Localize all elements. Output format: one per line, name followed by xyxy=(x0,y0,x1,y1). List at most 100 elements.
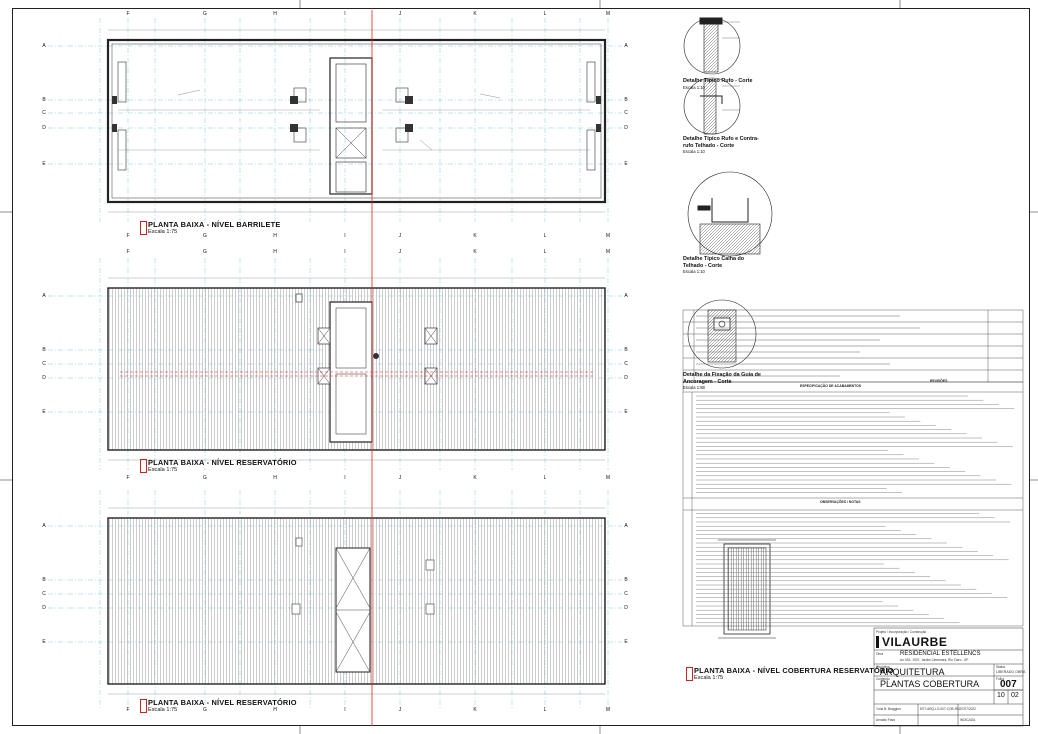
grid-row-bubble: E xyxy=(624,639,628,645)
grid-row-bubble: C xyxy=(42,110,46,116)
grid-column-bubble: K xyxy=(473,233,477,239)
sheet-frame xyxy=(12,8,1030,726)
grid-row-bubble: C xyxy=(42,361,46,367)
tb-sheet-of-a: 10 xyxy=(997,692,1005,699)
detail-scale-ancoragem: Escala 1:88 xyxy=(683,385,705,391)
tb-author: Yuna B. Braggion xyxy=(876,707,901,711)
grid-column-bubble: L xyxy=(543,249,547,255)
grid-column-bubble: K xyxy=(473,11,477,17)
company-logo-mark xyxy=(876,636,879,648)
grid-column-bubble: L xyxy=(543,11,547,17)
notas-header: OBSERVAÇÕES / NOTAS xyxy=(820,500,861,504)
grid-column-bubble: I xyxy=(344,11,346,17)
grid-row-bubble: E xyxy=(42,409,46,415)
grid-row-bubble: E xyxy=(624,409,628,415)
plan-title-reservatorio-block: PLANTA BAIXA - NÍVEL RESERVATÓRIO Escala… xyxy=(140,458,297,473)
grid-row-bubble: D xyxy=(42,375,46,381)
grid-row-bubble: A xyxy=(624,293,628,299)
grid-column-bubble: J xyxy=(398,707,402,713)
tb-file: EST-ARQ-LO-007-COB-R02 xyxy=(920,707,961,711)
grid-row-bubble: B xyxy=(624,577,628,583)
tb-company: VILAURBE xyxy=(882,635,948,649)
grid-column-bubble: J xyxy=(398,475,402,481)
tb-scale-note: INDICADA xyxy=(960,718,976,722)
detail-scale-rufo: Escala 1:10 xyxy=(683,84,705,90)
grid-column-bubble: M xyxy=(605,475,611,481)
grid-row-bubble: B xyxy=(42,347,46,353)
tb-sheet-label: Folha xyxy=(996,677,1004,681)
detail-title-rufo-contra-block: Detalhe Típico Rufo e Contra-rufo Telhad… xyxy=(683,136,763,154)
plan-reservatorio xyxy=(48,258,622,470)
grid-row-bubble: B xyxy=(42,577,46,583)
grid-column-bubble: M xyxy=(605,707,611,713)
grid-row-bubble: B xyxy=(624,97,628,103)
grid-row-bubble: A xyxy=(42,293,46,299)
grid-column-bubble: J xyxy=(398,233,402,239)
grid-row-bubble: C xyxy=(624,110,628,116)
grid-column-bubble: G xyxy=(203,475,207,481)
tb-date: 27/07/2022 xyxy=(960,707,976,711)
grid-row-bubble: A xyxy=(42,523,46,529)
detail-title-rufo: Detalhe Típico Rufo - Corte xyxy=(683,78,753,84)
grid-column-bubble: F xyxy=(126,707,130,713)
tb-work-label: Obra xyxy=(876,652,884,656)
tb-content: PLANTAS COBERTURA xyxy=(880,679,980,689)
grid-column-bubble: G xyxy=(203,249,207,255)
grid-row-bubble: A xyxy=(624,523,628,529)
detail-title-calha-block: Detalhe Típico Calha do Telhado - Corte … xyxy=(683,256,763,274)
specs-header: ESPECIFICAÇÃO DE ACABAMENTOS xyxy=(800,384,862,388)
grid-column-bubble: M xyxy=(605,233,611,239)
detail-title-calha: Detalhe Típico Calha do Telhado - Corte xyxy=(683,256,745,269)
grid-column-bubble: J xyxy=(398,11,402,17)
tb-work: RESIDENCIAL ESTELLENCS xyxy=(900,651,981,657)
grid-row-bubble: C xyxy=(624,361,628,367)
grid-column-bubble: H xyxy=(273,707,277,713)
grid-column-bubble: L xyxy=(543,233,547,239)
grid-column-bubble: F xyxy=(126,475,130,481)
detail-rufo xyxy=(683,17,741,75)
grid-column-bubble: F xyxy=(126,249,130,255)
grid-column-bubble: I xyxy=(344,233,346,239)
grid-row-bubble: A xyxy=(624,43,628,49)
detail-scale-calha: Escala 1:10 xyxy=(683,269,705,275)
grid-column-bubble: L xyxy=(543,707,547,713)
grid-row-bubble: D xyxy=(624,375,628,381)
tb-sheet-of-b: 02 xyxy=(1011,692,1019,699)
grid-column-bubble: K xyxy=(473,249,477,255)
detail-rufo-contra xyxy=(683,77,741,135)
revisoes-header: REVISÕES xyxy=(930,379,948,383)
tb-status: LIBERADO OBRA xyxy=(996,670,1026,674)
grid-column-bubble: K xyxy=(473,707,477,713)
detail-title-rufo-contra: Detalhe Típico Rufo e Contra-rufo Telhad… xyxy=(683,136,759,149)
grid-column-bubble: H xyxy=(273,475,277,481)
tb-sheet-number: 007 xyxy=(1000,679,1017,690)
grid-column-bubble: G xyxy=(203,11,207,17)
grid-column-bubble: M xyxy=(605,249,611,255)
plan-title-barrilete-block: PLANTA BAIXA - NÍVEL BARRILETE Escala 1:… xyxy=(140,220,280,235)
grid-row-bubble: B xyxy=(42,97,46,103)
grid-row-bubble: E xyxy=(624,161,628,167)
grid-row-bubble: A xyxy=(42,43,46,49)
plan-title-cobertura-block: PLANTA BAIXA - NÍVEL COBERTURA RESERVATÓ… xyxy=(686,666,894,681)
detail-scale-rufo-contra: Escala 1:10 xyxy=(683,149,705,155)
plan-title-barrilete-bottom-block: PLANTA BAIXA - NÍVEL RESERVATÓRIO Escala… xyxy=(140,698,297,713)
title-block xyxy=(873,627,1024,727)
grid-column-bubble: G xyxy=(203,233,207,239)
plan-scale-barrilete: Escala 1:75 xyxy=(148,229,178,235)
tb-address: Av. M/1, 1907, Jardim Cemeraes, Rio Clar… xyxy=(900,658,969,662)
grid-column-bubble: H xyxy=(273,233,277,239)
plan-scale-reservatorio: Escala 1:75 xyxy=(148,467,178,473)
grid-row-bubble: E xyxy=(42,161,46,167)
grid-row-bubble: D xyxy=(42,125,46,131)
grid-column-bubble: J xyxy=(398,249,402,255)
tb-discipline-label: Disciplina xyxy=(876,665,890,669)
detail-title-ancoragem-block: Detalhe da Fixação da Guia de Ancoragem … xyxy=(683,372,763,390)
grid-row-bubble: E xyxy=(42,639,46,645)
grid-column-bubble: M xyxy=(605,11,611,17)
plan-title-cobertura: PLANTA BAIXA - NÍVEL COBERTURA RESERVATÓ… xyxy=(694,666,894,675)
plan-scale-cobertura: Escala 1:75 xyxy=(694,675,724,681)
plan-scale-reservatorio-bottom: Escala 1:75 xyxy=(148,707,178,713)
grid-column-bubble: H xyxy=(273,249,277,255)
plan-cobertura xyxy=(48,490,622,710)
